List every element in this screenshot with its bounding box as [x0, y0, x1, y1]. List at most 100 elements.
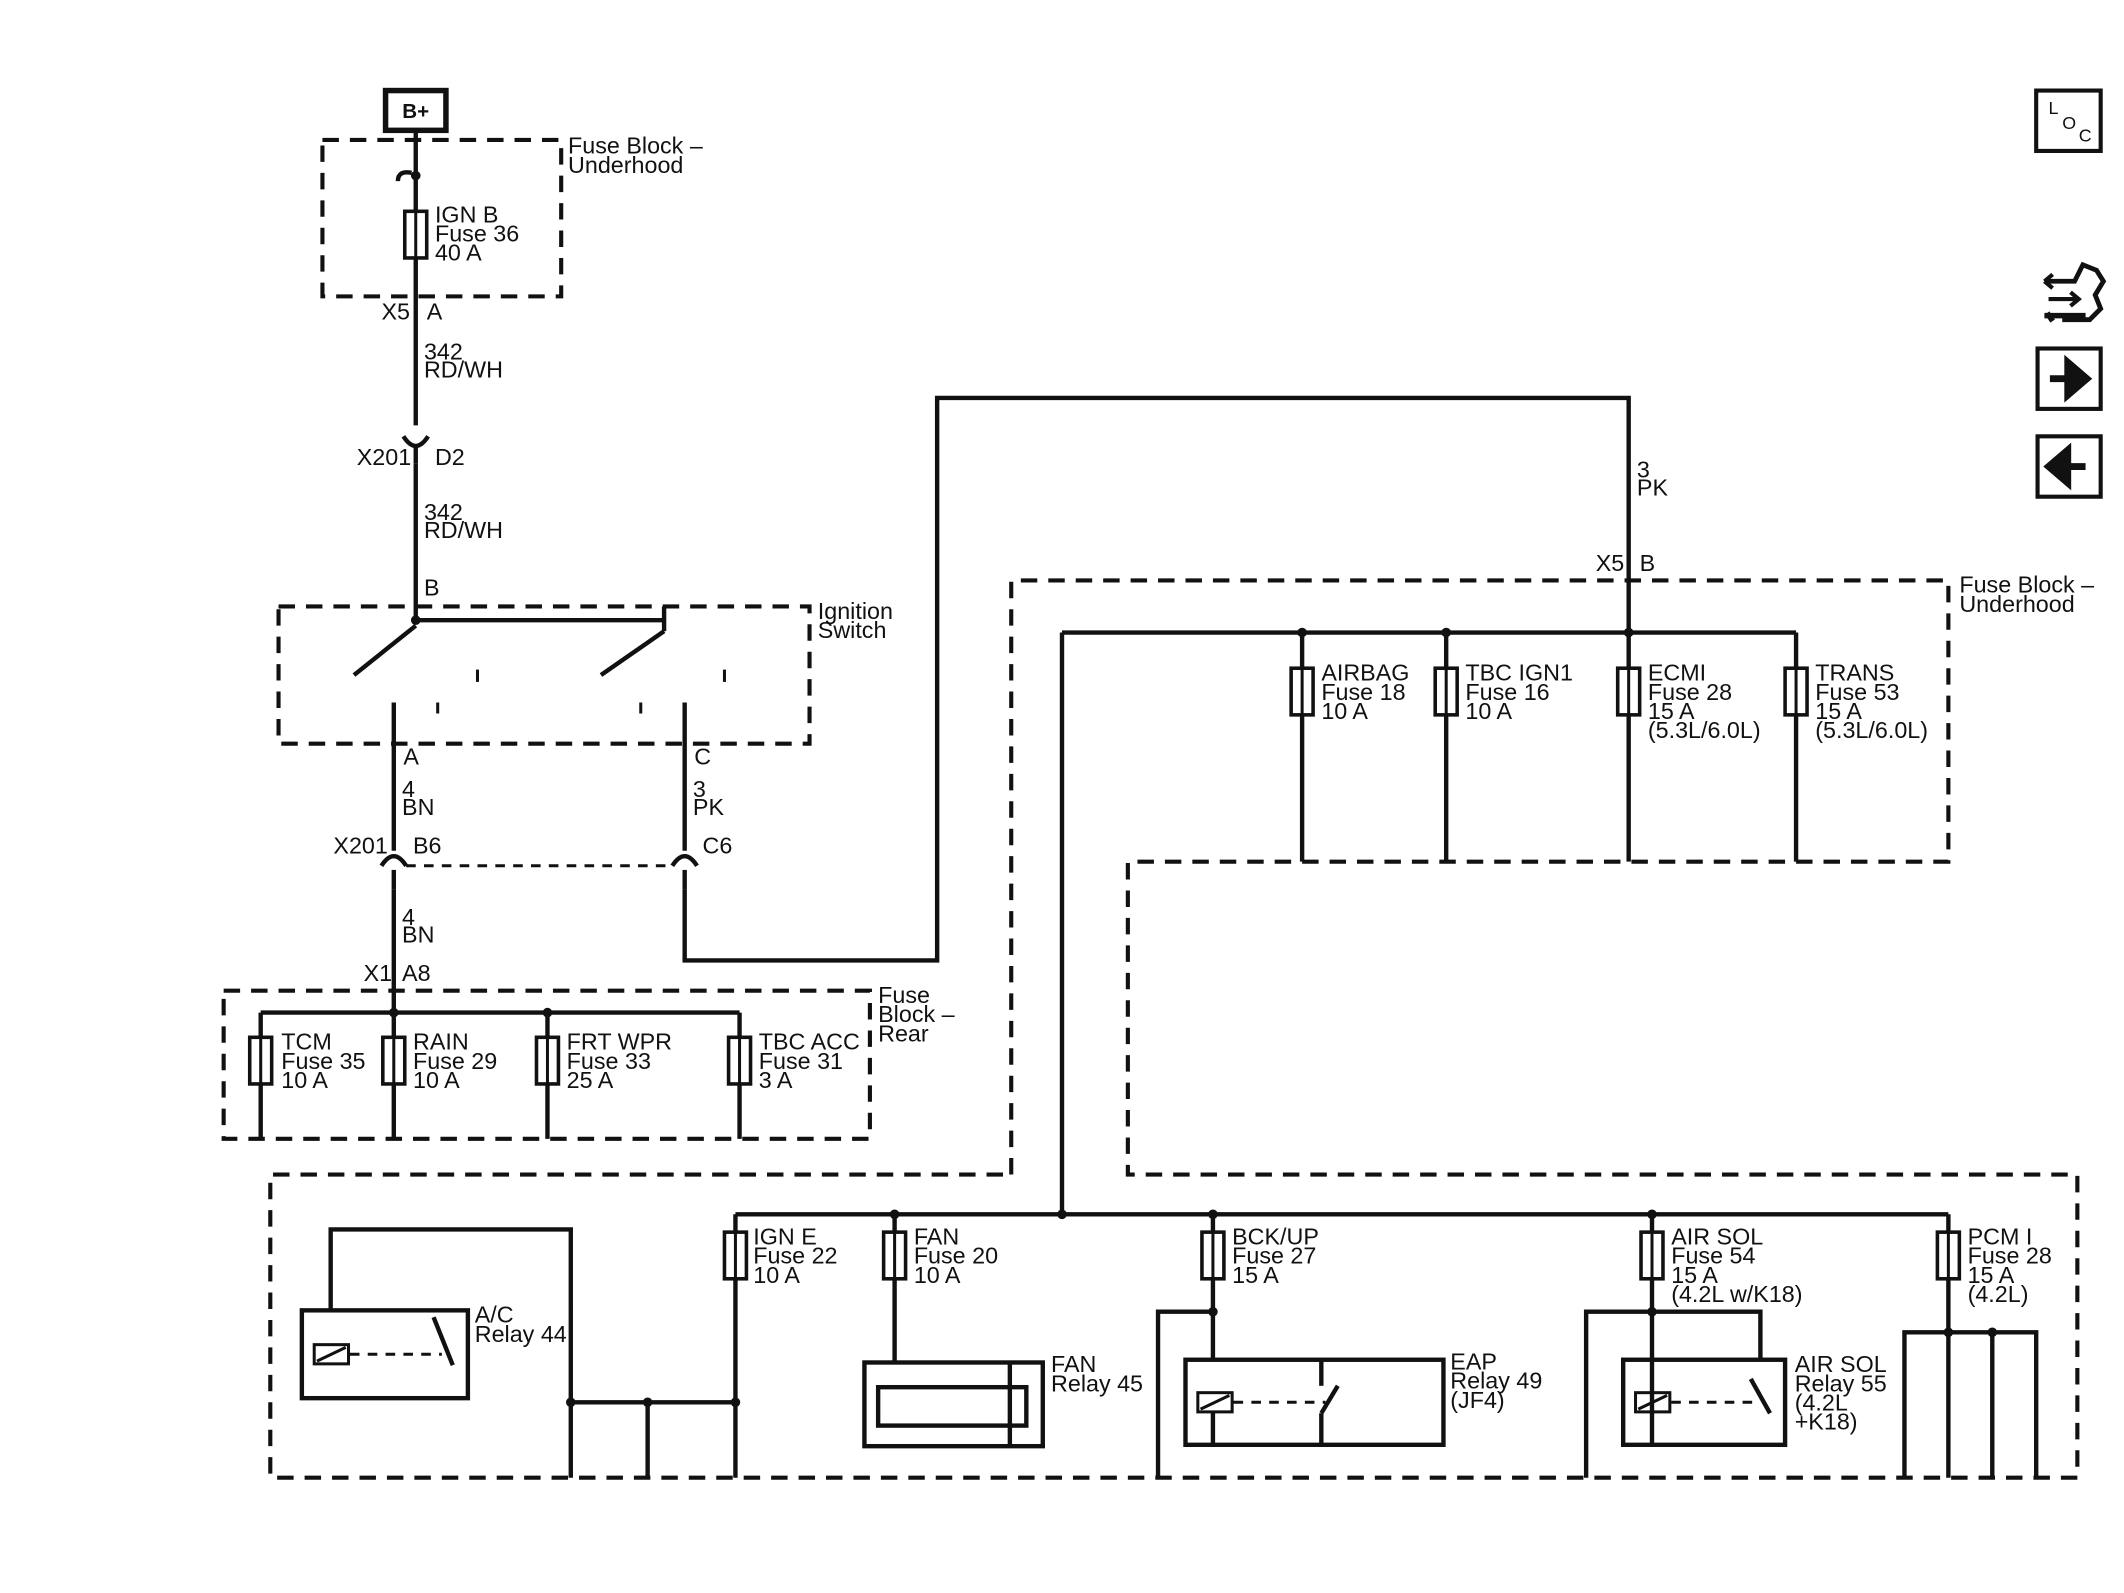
fuse-block-label-2: Underhood	[568, 152, 683, 178]
connector-label: X201	[333, 832, 387, 858]
label: C	[2079, 125, 2092, 145]
relay-note-1: (4.2L	[1795, 1390, 1848, 1416]
battery-terminal: B+	[382, 87, 449, 134]
fuse-rating: 15 A	[1671, 1262, 1718, 1288]
fuse-rating: 10 A	[1465, 698, 1512, 724]
relay-id: Relay 55	[1795, 1370, 1887, 1396]
switch-label-1: Ignition	[818, 598, 893, 624]
relay-eap: EAP Relay 49 (JF4)	[1155, 1306, 1542, 1478]
fuse-block-label-2: Underhood	[1959, 591, 2074, 617]
fuse-rating: 10 A	[281, 1067, 328, 1093]
relay-id: Relay 44	[475, 1321, 567, 1347]
wire-color: BN	[402, 922, 434, 948]
fuse-number: Fuse 31	[759, 1048, 843, 1074]
fuse-rating: 10 A	[1321, 698, 1368, 724]
next-page-icon[interactable]	[2035, 346, 2103, 411]
fuse-number: Fuse 29	[413, 1048, 497, 1074]
fuse-rating: 15 A	[1968, 1262, 2015, 1288]
relay-name: AIR SOL	[1795, 1351, 1887, 1377]
relay-name: EAP	[1450, 1348, 1497, 1374]
wire-color: BN	[402, 794, 434, 820]
fuse-name: BCK/UP	[1232, 1223, 1319, 1249]
fuse-block-underhood-main: Fuse Block – Underhood AIRBAG Fuse 18 10…	[268, 572, 2094, 1480]
fuse-rating: 10 A	[914, 1262, 961, 1288]
fuse-name: TRANS	[1815, 660, 1894, 686]
switch-pin-c: C	[694, 743, 711, 769]
connector-x5-pin-a: A	[427, 299, 443, 325]
fuse-rating: 10 A	[413, 1067, 460, 1093]
fuse-number: Fuse 33	[567, 1048, 651, 1074]
fuse-name: TCM	[281, 1029, 332, 1055]
fuse-number: Fuse 54	[1671, 1243, 1755, 1269]
wire-3-pk-route	[682, 395, 1631, 963]
label: L	[2049, 98, 2059, 118]
fuse-note: (5.3L/6.0L)	[1815, 717, 1928, 743]
fuse-note: (4.2L w/K18)	[1671, 1281, 1802, 1307]
fuse-number: Fuse 35	[281, 1048, 365, 1074]
connector-x5-pin-b: B	[1640, 550, 1656, 576]
fuse-number: Fuse 28	[1648, 679, 1732, 705]
fuse-tbc-ign1: TBC IGN1 Fuse 16 10 A	[1433, 660, 1573, 724]
connector-x5-label: X5	[381, 299, 410, 325]
fuse-name: RAIN	[413, 1029, 469, 1055]
relay-id: Relay 49	[1450, 1368, 1542, 1394]
fuse-number: Fuse 36	[435, 220, 519, 246]
fuse-tcm: TCM Fuse 35 10 A	[247, 1029, 366, 1093]
wire-color: PK	[1637, 474, 1669, 500]
fuse-name: ECMI	[1648, 660, 1706, 686]
fuse-fan: FAN Fuse 20 10 A	[881, 1223, 998, 1288]
fuse-rating: 15 A	[1815, 698, 1862, 724]
fuse-rating: 40 A	[435, 240, 482, 266]
fuse-name: TBC IGN1	[1465, 660, 1573, 686]
connector-x1-pin: A8	[402, 960, 431, 986]
fuse-frt-wpr: FRT WPR Fuse 33 25 A	[534, 1029, 672, 1093]
fuse-ign-e: IGN E Fuse 22 10 A	[722, 1223, 838, 1288]
label: O	[2062, 113, 2076, 133]
fuse-rating: 3 A	[759, 1067, 793, 1093]
relay-name: FAN	[1051, 1351, 1096, 1377]
fuse-rating: 10 A	[753, 1262, 800, 1288]
fuse-tbc-acc: TBC ACC Fuse 31 3 A	[726, 1029, 860, 1093]
connector-pin-c6: C6	[703, 832, 733, 858]
connector-x1-label: X1	[364, 960, 393, 986]
ignition-switch: B Ignition Switch A C	[276, 574, 893, 851]
fuse-number: Fuse 22	[753, 1243, 837, 1269]
fuse-note: (4.2L)	[1968, 1281, 2029, 1307]
switch-label-2: Switch	[818, 617, 887, 643]
locator-icon[interactable]: L O C	[2034, 88, 2103, 153]
fuse-ign-b: IGN B Fuse 36 40 A	[402, 201, 519, 266]
switch-pin-b: B	[424, 574, 440, 600]
fuse-block-label-1: Fuse Block –	[568, 133, 703, 159]
wire-circuit: 3	[693, 776, 706, 802]
fuse-name: AIR SOL	[1671, 1223, 1763, 1249]
fuse-block-label-1: Fuse Block –	[1959, 572, 2094, 598]
fuse-number: Fuse 20	[914, 1243, 998, 1269]
switch-pin-a: A	[403, 743, 419, 769]
fuse-name: FAN	[914, 1223, 959, 1249]
fuse-pcm-i: PCM I Fuse 28 15 A (4.2L)	[1935, 1223, 2052, 1307]
fuse-block-rear-label-1: Fuse	[878, 982, 930, 1008]
fuse-number: Fuse 27	[1232, 1243, 1316, 1269]
wire-color: RD/WH	[424, 517, 503, 543]
wire-color: RD/WH	[424, 356, 503, 382]
component-view-icon[interactable]	[2043, 261, 2107, 323]
relay-note-2: +K18)	[1795, 1409, 1858, 1435]
fuse-trans: TRANS Fuse 53 15 A (5.3L/6.0L)	[1783, 660, 1928, 743]
connector-pin-b6: B6	[413, 832, 442, 858]
wire-circuit: 342	[424, 499, 463, 525]
fuse-rating: 25 A	[567, 1067, 614, 1093]
connector-label: X201	[357, 444, 411, 470]
fuse-rain: RAIN Fuse 29 10 A	[381, 1029, 497, 1093]
fuse-ecmi: ECMI Fuse 28 15 A (5.3L/6.0L)	[1615, 660, 1761, 743]
fuse-block-rear: Fuse Block – Rear TCM Fuse 35 10 A RAIN …	[221, 982, 955, 1141]
relay-note: (JF4)	[1450, 1387, 1504, 1413]
relay-name: A/C	[475, 1302, 514, 1328]
fuse-number: Fuse 28	[1968, 1243, 2052, 1269]
connector-pin: D2	[435, 444, 465, 470]
fuse-block-rear-label-3: Rear	[878, 1020, 929, 1046]
previous-page-icon[interactable]	[2035, 434, 2103, 499]
fuse-airbag: AIRBAG Fuse 18 10 A	[1289, 660, 1409, 724]
connector-x5-label: X5	[1596, 550, 1625, 576]
wire-circuit: 342	[424, 338, 463, 364]
